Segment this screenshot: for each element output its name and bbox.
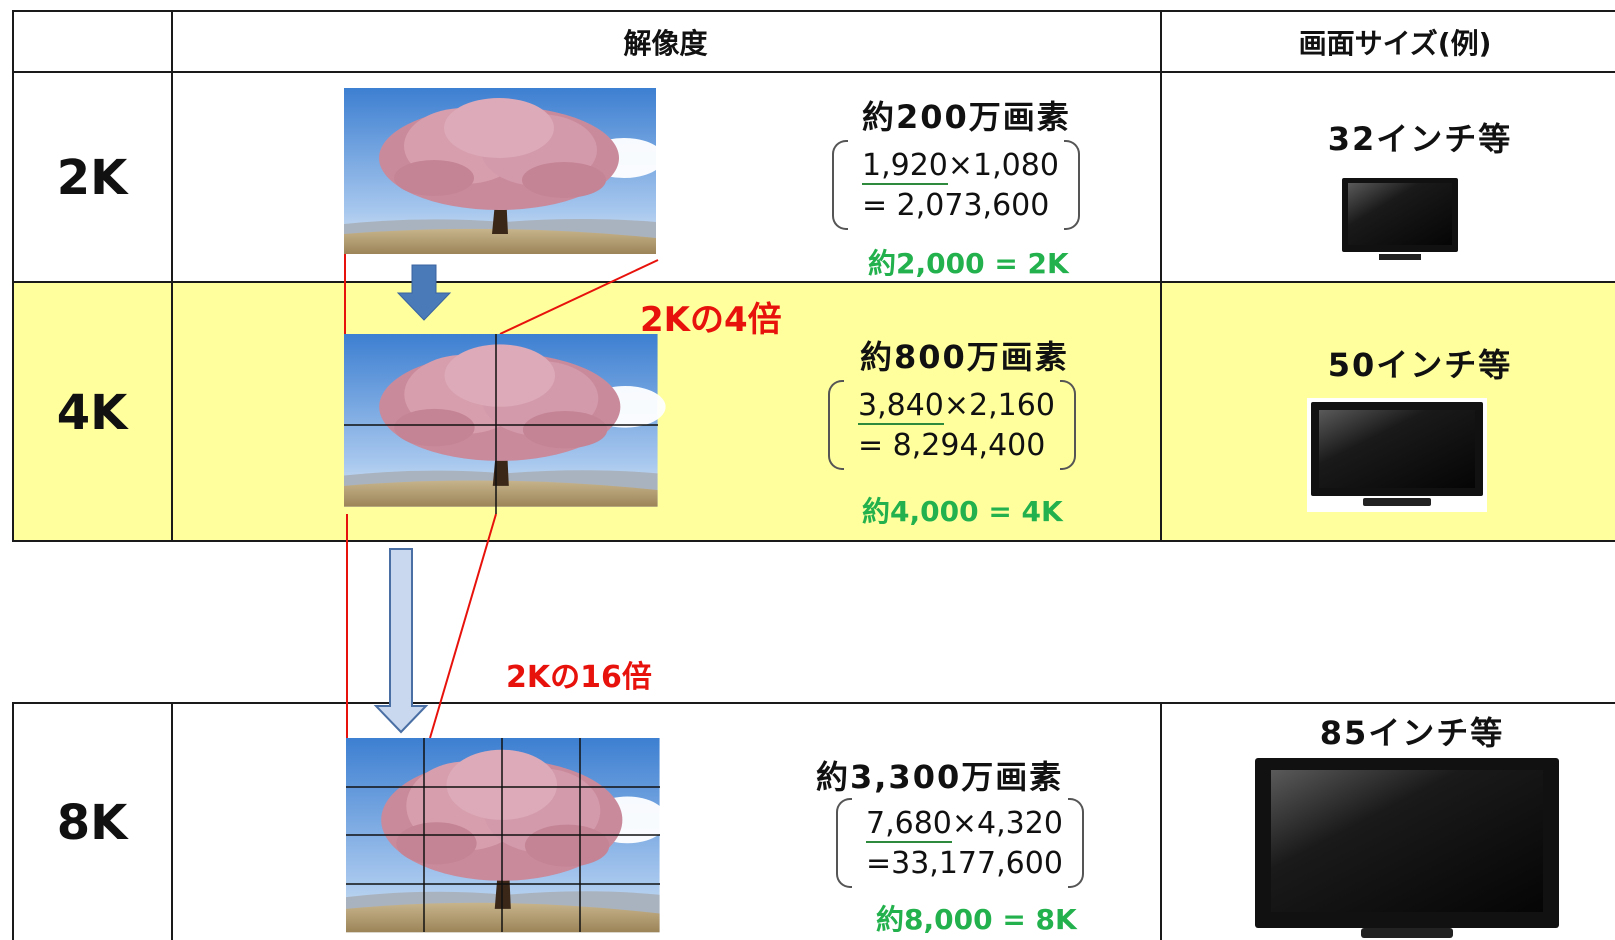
table-left-border-bottom: [12, 702, 14, 940]
tv-32: [1339, 175, 1461, 267]
approx-8k: 約8,000 = 8K: [876, 903, 1077, 936]
size-col-border-bottom: [1160, 702, 1162, 940]
bracket-right-2k: [1064, 140, 1080, 230]
grid-8k: [346, 738, 660, 932]
header-resolution: 解像度: [623, 27, 708, 60]
calc-result-2k: = 2,073,600: [862, 188, 1050, 223]
row-label-8k: 8K: [56, 795, 128, 851]
calc-multiplicand-4k: 3,840: [858, 388, 944, 425]
annotation-4x: 2Kの4倍: [640, 300, 782, 340]
size-col-border-top: [1160, 10, 1162, 542]
arrow-down-outline: [373, 548, 429, 734]
bracket-right-8k: [1068, 798, 1084, 888]
calc-multiplicand-2k: 1,920: [862, 148, 948, 185]
annotation-16x: 2Kの16倍: [506, 660, 652, 695]
label-col-border-top: [171, 10, 173, 542]
grid-4k: [344, 334, 658, 514]
label-col-border-bottom: [171, 702, 173, 940]
row-4k-bottom-border: [12, 540, 1615, 542]
calc-multiplier-4k: ×2,160: [943, 388, 1055, 423]
calc-result-4k: = 8,294,400: [858, 428, 1046, 463]
zoom-guide-lines: [344, 254, 659, 739]
row-8k-top-border: [12, 702, 1615, 704]
pixels-title-4k: 約800万画素: [860, 338, 1069, 376]
bracket-left-4k: [828, 380, 844, 470]
approx-4k: 約4,000 = 4K: [862, 495, 1063, 528]
tv-85: [1251, 750, 1563, 940]
tv-50: [1307, 398, 1487, 512]
approx-2k: 約2,000 = 2K: [868, 247, 1069, 280]
row-label-4k: 4K: [56, 385, 128, 441]
image-2k: [344, 88, 664, 254]
table-top-border: [12, 10, 1615, 12]
header-bottom-border: [12, 71, 1615, 73]
pixels-title-8k: 約3,300万画素: [816, 758, 1064, 796]
screen-size-4k: 50インチ等: [1327, 346, 1513, 384]
pixels-title-2k: 約200万画素: [862, 98, 1071, 136]
calc-2k: 1,920×1,080 = 2,073,600: [862, 146, 1059, 226]
calc-multiplier-8k: ×4,320: [951, 806, 1063, 841]
row-2k-bottom-border: [12, 281, 1615, 283]
calc-8k: 7,680×4,320 =33,177,600: [866, 804, 1063, 884]
calc-result-8k: =33,177,600: [866, 846, 1063, 881]
bracket-left-2k: [832, 140, 848, 230]
row-label-2k: 2K: [56, 150, 128, 206]
calc-4k: 3,840×2,160 = 8,294,400: [858, 386, 1055, 466]
screen-size-2k: 32インチ等: [1327, 120, 1513, 158]
screen-size-8k: 85インチ等: [1319, 714, 1505, 752]
bracket-left-8k: [836, 798, 852, 888]
calc-multiplier-2k: ×1,080: [947, 148, 1059, 183]
image-4k: [344, 334, 666, 507]
calc-multiplicand-8k: 7,680: [866, 806, 952, 843]
table-left-border-top: [12, 10, 14, 542]
bracket-right-4k: [1060, 380, 1076, 470]
arrow-down-solid: [396, 264, 452, 321]
header-screen-size: 画面サイズ(例): [1298, 27, 1492, 60]
